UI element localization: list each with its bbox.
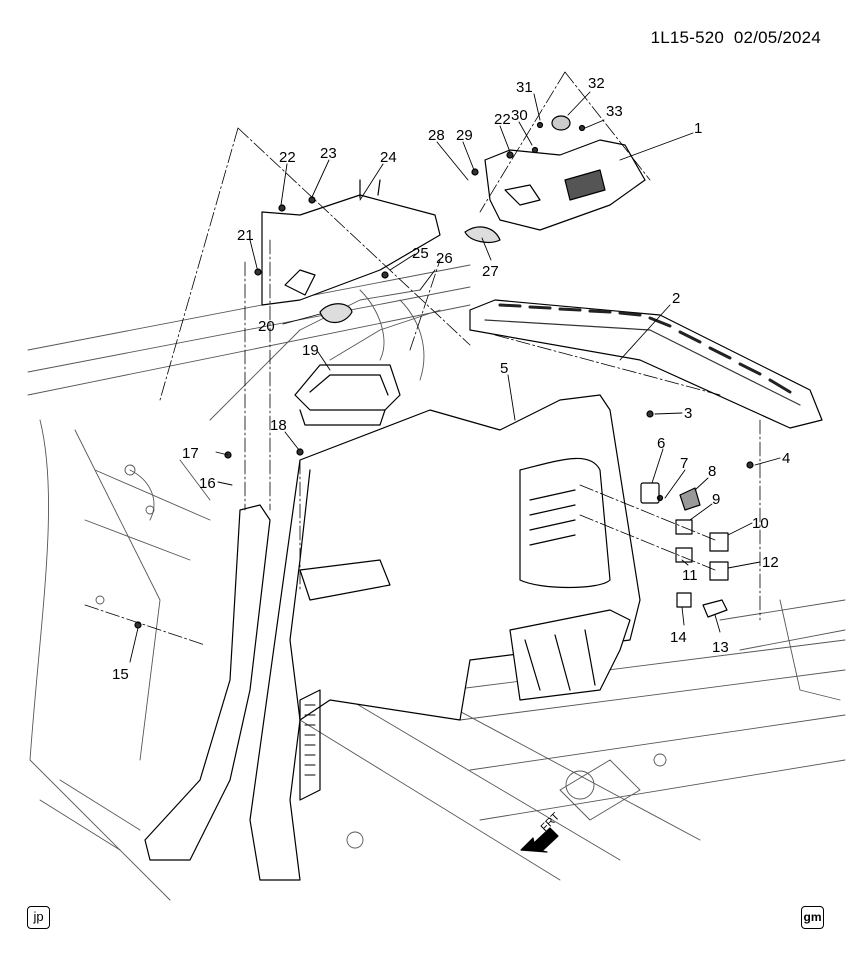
callout-23: 23 [320,145,337,162]
callout-19: 19 [302,342,319,359]
diagram-header: 1L15-520 02/05/2024 [651,28,821,48]
callout-13: 13 [712,639,729,656]
callout-32: 32 [588,75,605,92]
callout-4: 4 [782,450,790,467]
gm-logo-badge: gm [801,906,824,929]
callout-28: 28 [428,127,445,144]
callout-17: 17 [182,445,199,462]
callout-labels: 1 2 3 4 5 6 7 8 9 10 11 12 13 14 15 16 1… [112,75,790,683]
part-19-bin [294,364,401,426]
callout-18: 18 [270,417,287,434]
callout-16: 16 [199,475,216,492]
callout-14: 14 [670,629,687,646]
pillar-trim-lower [144,504,271,861]
callout-25: 25 [412,245,429,262]
callout-22-left: 22 [279,149,296,166]
clip-parts-8-14 [640,482,729,618]
part-27-handle [464,226,501,243]
callout-29: 29 [456,127,473,144]
part-10-bezel [709,532,729,552]
callout-6: 6 [657,435,665,452]
callout-21: 21 [237,227,254,244]
vehicle-body-structure [27,264,846,901]
callout-9: 9 [712,491,720,508]
callout-5: 5 [500,360,508,377]
callout-22-right: 22 [494,111,511,128]
part-5-quarter-trim-panel [249,394,641,881]
locale-badge: jp [27,906,50,929]
callout-26: 26 [436,250,453,267]
part-9-socket [675,519,693,535]
callout-12: 12 [762,554,779,571]
part-1-upper-trim [484,139,646,231]
callout-33: 33 [606,103,623,120]
callout-11: 11 [682,567,698,584]
callout-20: 20 [258,318,275,335]
callout-leaders [129,91,781,663]
part-2-sill-plate [469,299,823,429]
diagram-date: 02/05/2024 [733,28,821,47]
callout-7: 7 [680,455,688,472]
callout-31: 31 [516,79,533,96]
callout-1: 1 [694,120,702,137]
part-12-bezel [709,561,729,581]
callout-2: 2 [672,290,680,307]
part-24-upper-panel [261,179,441,306]
part-6-bezel [640,482,660,504]
callout-30: 30 [511,107,528,124]
callout-27: 27 [482,263,499,280]
part-14-clip [676,592,692,608]
part-8-cap [679,487,701,511]
callout-3: 3 [684,405,692,422]
callout-24: 24 [380,149,397,166]
part-13-plug [702,599,728,618]
part-32-grommet [551,115,571,131]
reference-lines [84,71,761,646]
callout-8: 8 [708,463,716,480]
front-direction-arrow: FRT [520,810,562,853]
diagram-code: 1L15-520 [650,28,725,47]
part-20-handle [319,303,353,324]
callout-10: 10 [752,515,769,532]
callout-15: 15 [112,666,129,683]
